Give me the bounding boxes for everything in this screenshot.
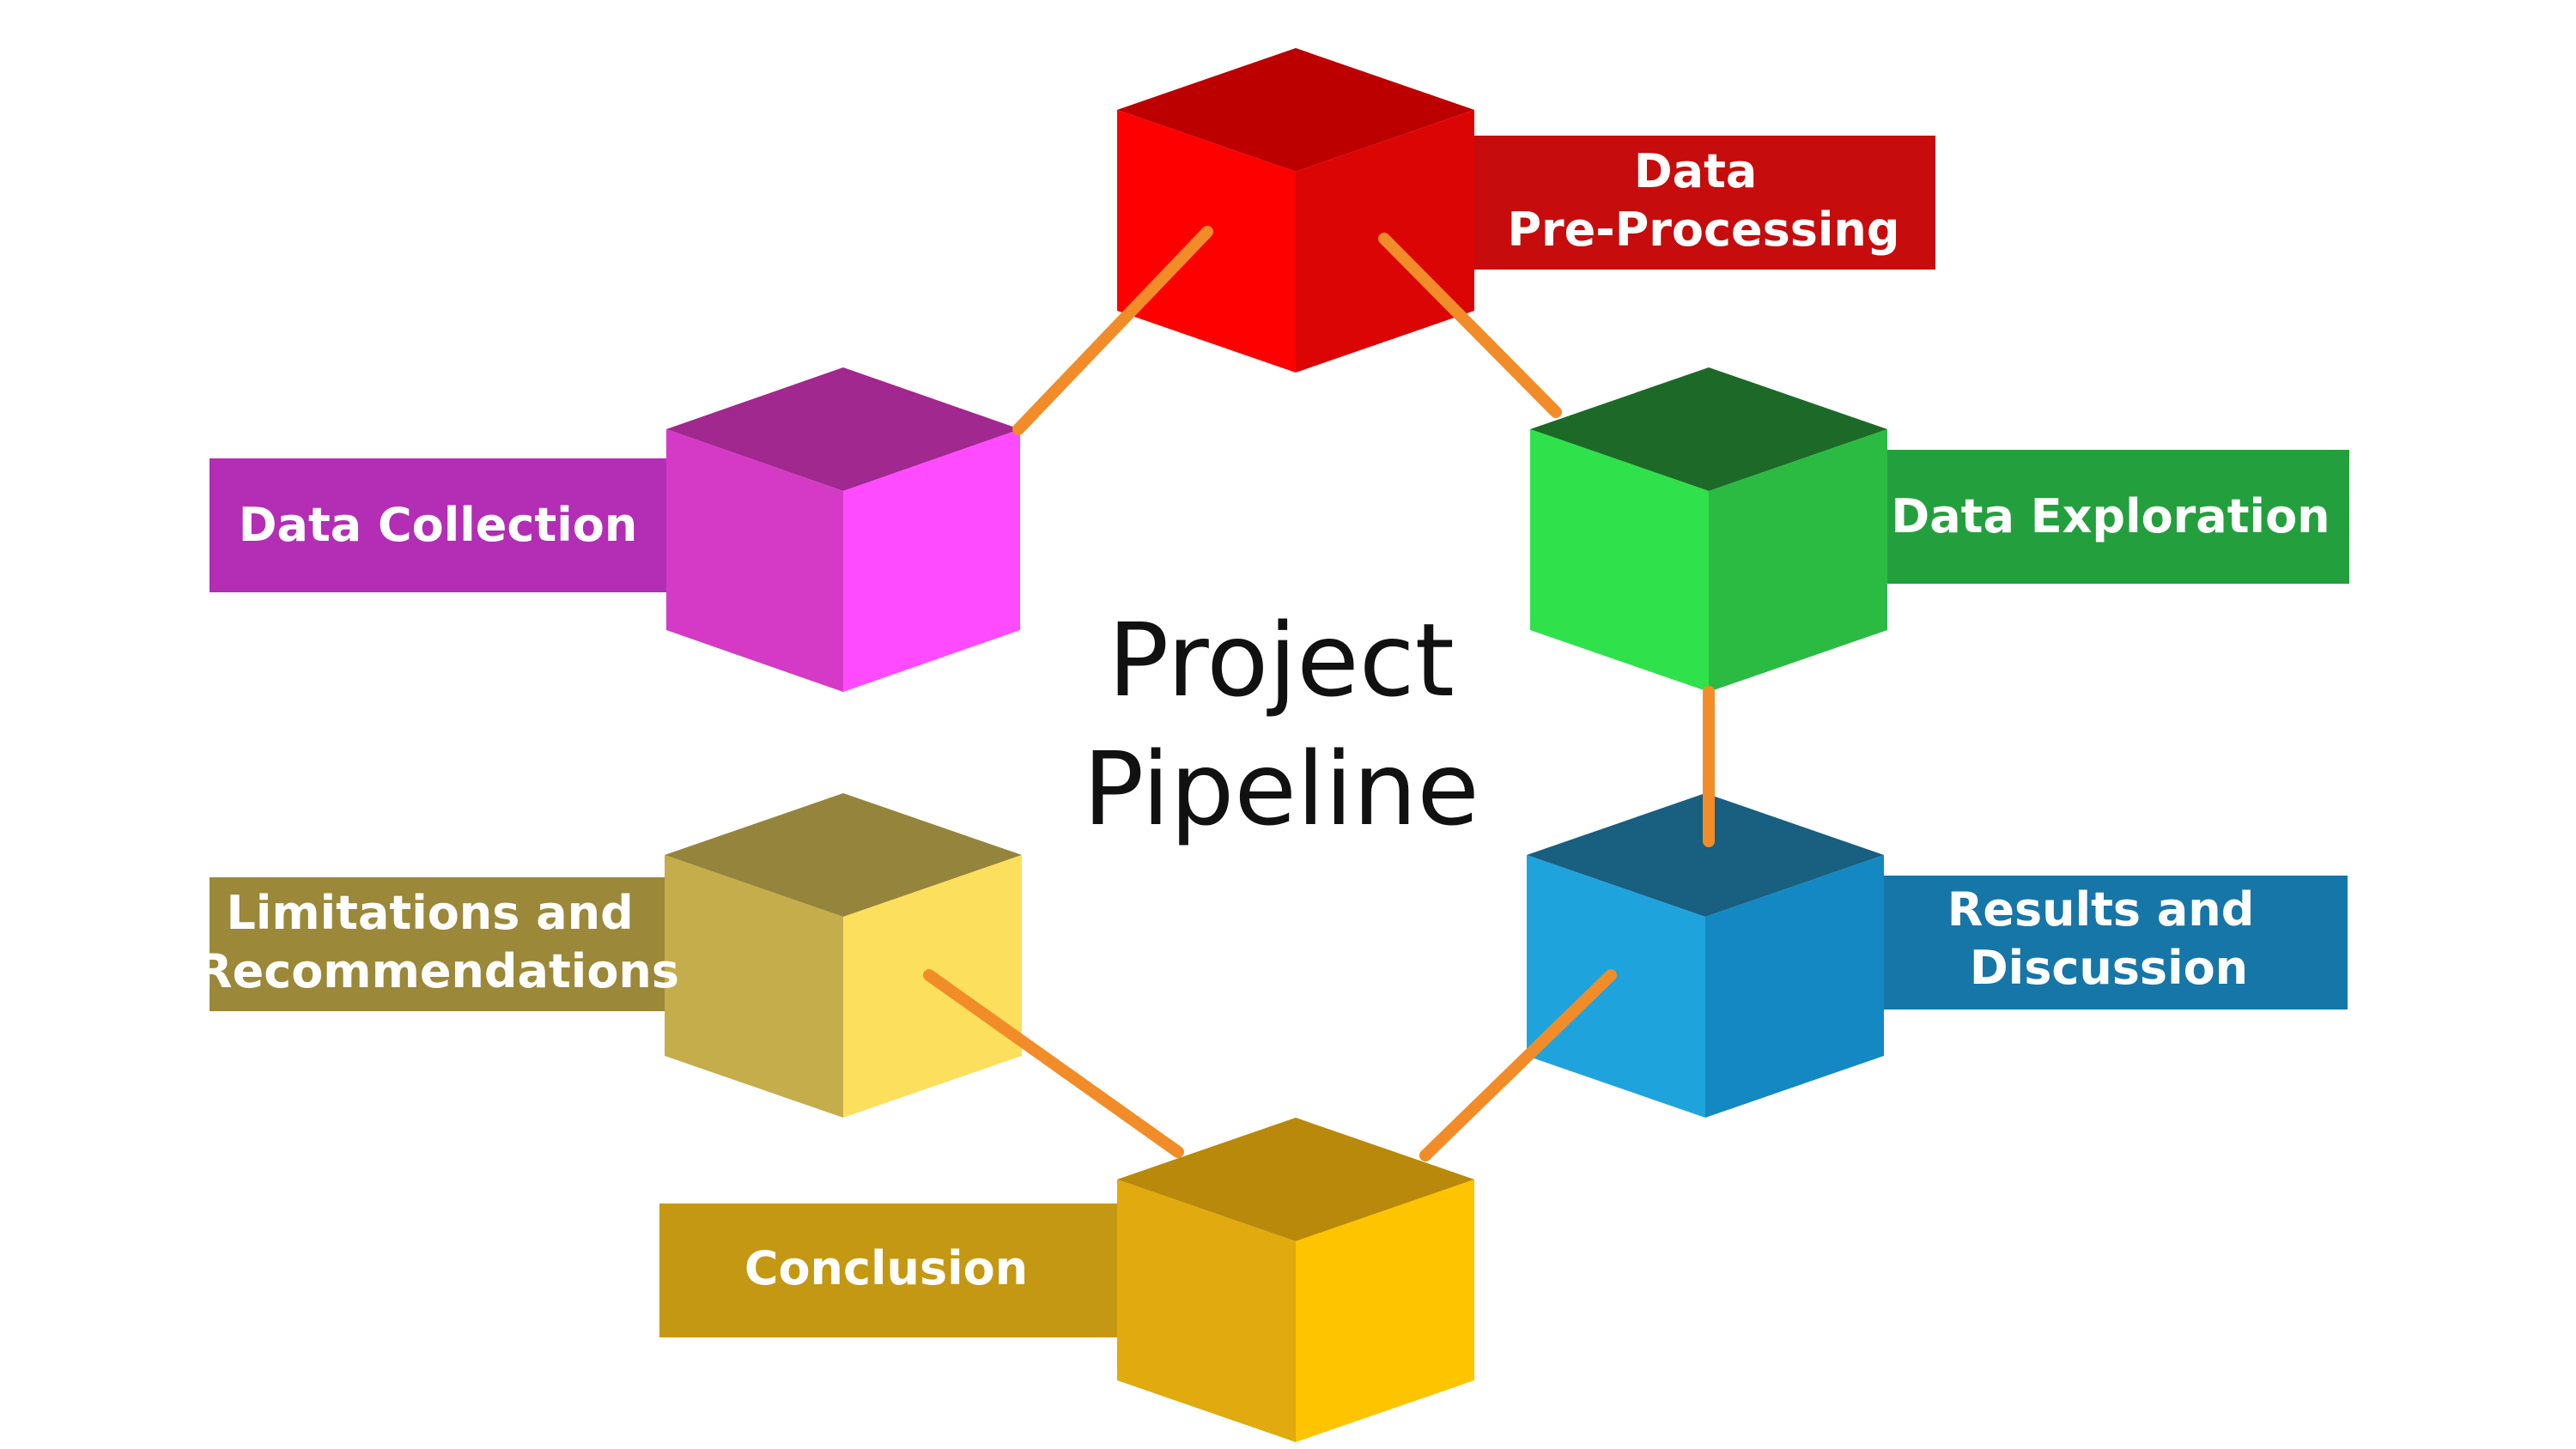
cube-left-face (665, 855, 843, 1118)
cube-left-face (1117, 1179, 1296, 1442)
cube-left-face (1530, 429, 1709, 692)
title-line-1: Project (1108, 601, 1455, 719)
title-line-2: Pipeline (1083, 730, 1479, 848)
limitations-label-bar (210, 877, 692, 1011)
results-discussion-cube (1527, 793, 1884, 1118)
cube-right-face (1709, 429, 1887, 692)
results-discussion-label: Results and Discussion (1947, 882, 2270, 995)
data-collection-cube (666, 367, 1020, 692)
cube-right-face (1296, 1179, 1474, 1442)
data-collection-label-bar (210, 458, 692, 592)
label-bars (210, 136, 2349, 1337)
cube-right-face (843, 855, 1022, 1118)
connector-conclusion-to-limitations (923, 969, 1184, 1158)
connector-collection-to-preprocessing (1012, 226, 1213, 435)
limitations-cube (665, 793, 1022, 1118)
data-preprocessing-cube (1117, 48, 1474, 373)
data-preprocessing-label-bar (1460, 136, 1935, 270)
conclusion-label-bar (659, 1203, 1140, 1337)
data-exploration-label-bar (1872, 450, 2349, 584)
cube-left-face (666, 429, 843, 692)
data-exploration-label: Data Exploration (1891, 489, 2330, 543)
data-preprocessing-label: Data Pre-Processing (1507, 144, 1899, 257)
connector-preprocessing-to-exploration (1378, 233, 1562, 418)
connector-results-to-conclusion (1419, 969, 1617, 1161)
diagram-title: Project Pipeline (1083, 601, 1479, 848)
cubes (665, 48, 1887, 1442)
cube-right-face (843, 429, 1020, 692)
cube-right-face (1705, 855, 1884, 1118)
stage-labels: Data Collection Data Pre-Processing Data… (197, 144, 2330, 1295)
limitations-label: Limitations and Recommendations (197, 886, 679, 998)
data-collection-label: Data Collection (239, 498, 638, 552)
cube-left-face (1527, 855, 1705, 1118)
conclusion-label: Conclusion (744, 1241, 1028, 1295)
conclusion-cube (1117, 1118, 1474, 1442)
connectors (923, 226, 1715, 1161)
results-discussion-label-bar (1872, 876, 2348, 1009)
data-exploration-cube (1530, 367, 1887, 692)
